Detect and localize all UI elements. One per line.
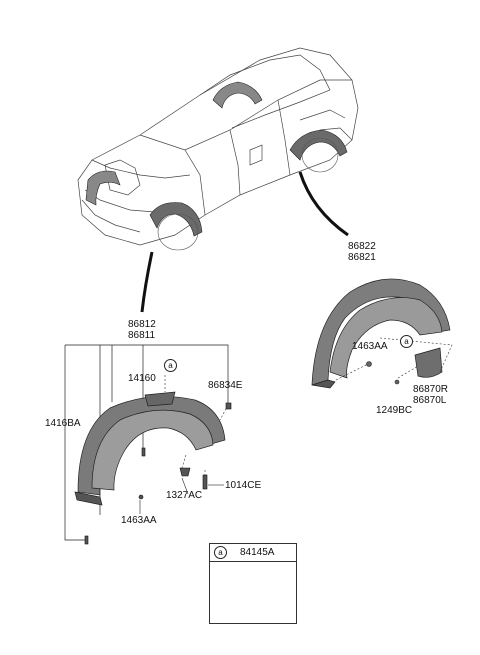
inset-box: a 84145A — [209, 543, 297, 624]
front-guard — [74, 391, 226, 506]
rear-bolt-number: 1249BC — [376, 405, 413, 416]
rear-clip-number: 1463AA — [352, 341, 388, 352]
front-side-bolt-number: 1416BA — [45, 418, 81, 429]
rear-flap-number-2: 86870L — [413, 395, 447, 406]
front-guard-number-2: 86811 — [128, 330, 156, 341]
front-nut-number: 1327AC — [166, 490, 203, 501]
rear-flap-number-1: 86870R — [413, 384, 449, 395]
front-bracket-number: 14160 — [128, 373, 156, 384]
front-label-leaders — [139, 477, 224, 514]
inset-part-number: 84145A — [240, 547, 275, 558]
front-bottom-clip-number: 1463AA — [121, 515, 157, 526]
front-screw-number: 1014CE — [225, 480, 262, 491]
front-callout-marker: a — [164, 359, 177, 372]
vehicle-guard-highlights — [85, 81, 348, 237]
rear-guard-number-2: 86821 — [348, 252, 376, 263]
leader-curves — [140, 171, 349, 313]
inset-header: a 84145A — [210, 544, 296, 562]
vehicle-wheels — [157, 137, 339, 251]
rear-fasteners — [366, 361, 400, 385]
vehicle-outline — [77, 47, 359, 246]
front-fasteners — [84, 402, 232, 545]
rear-guard — [311, 278, 451, 389]
rear-guard-number-1: 86822 — [348, 241, 376, 252]
front-leader-lines — [164, 375, 229, 483]
inset-callout-marker: a — [214, 546, 227, 559]
rear-callout-marker: a — [400, 335, 413, 348]
front-guard-number-1: 86812 — [128, 319, 156, 330]
front-clip-number: 86834E — [208, 380, 243, 391]
